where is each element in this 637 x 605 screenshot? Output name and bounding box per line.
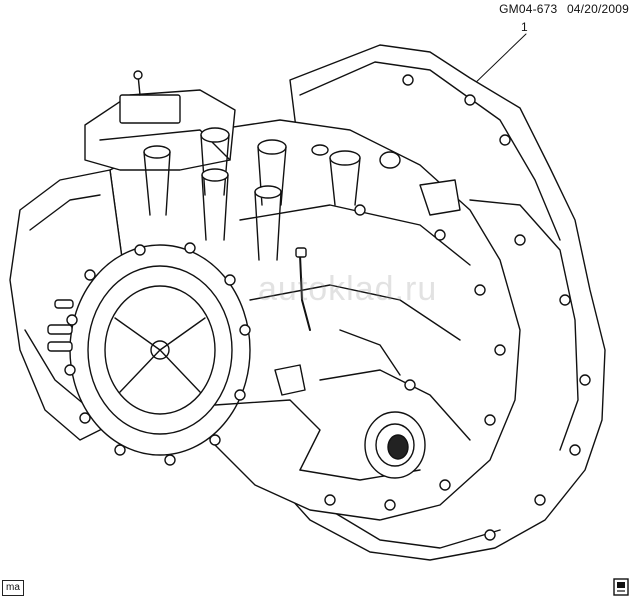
housing-rib-2 [249,284,461,341]
valve-body-front [99,129,231,161]
housing-rib-1 [239,204,471,266]
mount-bracket [419,179,461,216]
converter-inner-ring [104,285,216,415]
housing-rib-5 [339,329,401,376]
callout-number: 1 [521,20,528,34]
rear-case-edge [329,509,501,549]
drawing-code: GM04-673 [499,2,558,16]
corner-tag: ma [2,580,24,596]
housing-bolts [324,74,591,541]
upper-bosses [143,127,401,261]
rear-case-rib [299,61,561,241]
solenoid-block [119,94,181,124]
drawing-header: GM04-673 04/20/2009 [493,2,629,16]
output-seal-inner [375,423,415,467]
converter-spokes [114,317,206,393]
stem-cap [133,70,143,80]
drawing-date: 04/20/2009 [566,2,629,16]
document-sheet-icon [613,578,629,596]
vent-tube [299,254,311,331]
cooler-fittings [47,299,74,352]
output-seal-center [387,434,409,460]
callout-leader [469,33,527,89]
watermark: autoklad.ru [258,270,438,308]
converter-outer-ring [87,265,233,435]
rear-case-flange [469,199,579,451]
left-cover-rib [29,194,101,231]
bell-bolts [64,242,251,466]
sensor-plug [274,364,306,396]
vent-cap [295,247,307,258]
lower-shelf [214,399,321,471]
left-cover-rib-2 [24,329,86,406]
